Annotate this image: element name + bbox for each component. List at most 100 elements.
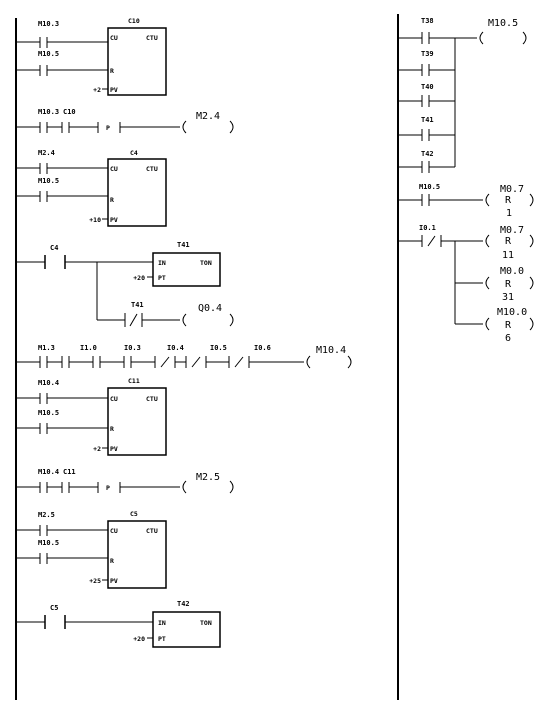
pin-r: R bbox=[110, 196, 114, 204]
rung-r1: T38 T39 T40 T41 T42 M10.5 bbox=[398, 17, 527, 173]
reset-coil bbox=[485, 276, 490, 290]
pin-pv: PV bbox=[110, 577, 118, 585]
contact-label: C4 bbox=[50, 244, 58, 252]
reset-label: R bbox=[505, 320, 512, 331]
coil-label: M2.5 bbox=[196, 472, 220, 483]
contact-label: M10.4 bbox=[38, 468, 59, 476]
pin-pv: PV bbox=[110, 445, 118, 453]
pv-value: +10 bbox=[89, 216, 101, 224]
edge-p-label: P bbox=[106, 484, 110, 492]
coil-label: M0.7 bbox=[500, 225, 524, 236]
reset-count: 11 bbox=[502, 250, 514, 261]
reset-count: 6 bbox=[505, 333, 511, 344]
contact-label: M10.3 bbox=[38, 108, 59, 116]
coil bbox=[479, 31, 484, 45]
coil bbox=[182, 120, 187, 134]
pin-pt: PT bbox=[158, 635, 166, 643]
contact-label: M2.4 bbox=[38, 149, 55, 157]
coil-label: Q0.4 bbox=[198, 303, 222, 314]
pt-value: +20 bbox=[133, 274, 145, 282]
contact-label: M1.3 bbox=[38, 344, 55, 352]
contact-label: C10 bbox=[63, 108, 76, 116]
contact-label: M10.3 bbox=[38, 20, 59, 28]
rung-8: M2.5 M10.5 C5 CU CTU R PV +25 bbox=[16, 510, 167, 589]
pin-cu: CU bbox=[110, 395, 118, 403]
rung-6: M10.4 M10.5 C11 CU CTU R PV +2 bbox=[16, 377, 167, 456]
counter-title: C10 bbox=[128, 17, 140, 25]
contact-label: M10.5 bbox=[38, 539, 59, 547]
contact-label: I0.6 bbox=[254, 344, 271, 352]
timer-box bbox=[152, 611, 221, 648]
reset-label: R bbox=[505, 279, 512, 290]
contact-label: T40 bbox=[421, 83, 434, 91]
counter-box bbox=[107, 27, 167, 96]
rung-r3: I0.1 M0.7 R 11 M0.0 R 31 M10.0 R 6 bbox=[398, 224, 534, 344]
coil-label: M10.4 bbox=[316, 345, 346, 356]
pin-in: IN bbox=[158, 619, 166, 627]
contact-label: T42 bbox=[421, 150, 434, 158]
pin-cu: CU bbox=[110, 527, 118, 535]
pin-pt: PT bbox=[158, 274, 166, 282]
pin-cu: CU bbox=[110, 165, 118, 173]
contact-label: T38 bbox=[421, 17, 434, 25]
reset-coil bbox=[485, 317, 490, 331]
coil-label: M0.0 bbox=[500, 266, 524, 277]
counter-box bbox=[107, 520, 167, 589]
contact-label: T39 bbox=[421, 50, 434, 58]
contact-label: M2.5 bbox=[38, 511, 55, 519]
rung-1: M10.3 M10.5 C10 CU CTU R PV +2 bbox=[16, 17, 167, 96]
timer-box bbox=[152, 252, 221, 287]
pin-cu: CU bbox=[110, 34, 118, 42]
contact-label: C5 bbox=[50, 604, 58, 612]
pv-value: +2 bbox=[93, 86, 101, 94]
coil bbox=[182, 313, 187, 327]
rung-r2: M10.5 M0.7 R 1 bbox=[398, 183, 534, 219]
coil bbox=[182, 480, 187, 494]
timer-title: T42 bbox=[177, 600, 190, 608]
rung-7: M10.4 C11 P M2.5 bbox=[16, 468, 234, 494]
counter-type: CTU bbox=[146, 165, 158, 173]
reset-coil bbox=[485, 234, 490, 248]
pin-r: R bbox=[110, 425, 114, 433]
rung-4: C4 T41 Q0.4 T41 IN TON PT +20 bbox=[16, 241, 234, 327]
reset-label: R bbox=[505, 236, 512, 247]
rung-3: M2.4 M10.5 C4 CU CTU R PV +10 bbox=[16, 149, 167, 227]
contact-label: M10.5 bbox=[419, 183, 440, 191]
pin-in: IN bbox=[158, 259, 166, 267]
rung-2: M10.3 C10 P M2.4 bbox=[16, 108, 234, 134]
reset-count: 31 bbox=[502, 292, 514, 303]
counter-title: C11 bbox=[128, 377, 140, 385]
reset-coil bbox=[485, 193, 490, 207]
contact-label: I0.3 bbox=[124, 344, 141, 352]
pin-pv: PV bbox=[110, 86, 118, 94]
timer-type: TON bbox=[200, 259, 212, 267]
coil bbox=[306, 355, 311, 369]
counter-title: C4 bbox=[130, 149, 138, 157]
rung-9: C5 T42 IN TON PT +20 bbox=[16, 600, 221, 648]
pt-value: +20 bbox=[133, 635, 145, 643]
counter-box bbox=[107, 158, 167, 227]
counter-title: C5 bbox=[130, 510, 138, 518]
coil-label: M10.0 bbox=[497, 307, 527, 318]
contact-label: M10.5 bbox=[38, 177, 59, 185]
counter-type: CTU bbox=[146, 34, 158, 42]
contact-label: M10.5 bbox=[38, 409, 59, 417]
timer-type: TON bbox=[200, 619, 212, 627]
contact-label: T41 bbox=[131, 301, 144, 309]
contact-label: I1.0 bbox=[80, 344, 97, 352]
counter-type: CTU bbox=[146, 395, 158, 403]
pv-value: +2 bbox=[93, 445, 101, 453]
counter-box bbox=[107, 387, 167, 456]
coil-label: M10.5 bbox=[488, 18, 518, 29]
reset-label: R bbox=[505, 195, 512, 206]
contact-label: M10.4 bbox=[38, 379, 59, 387]
counter-type: CTU bbox=[146, 527, 158, 535]
contact-label: C11 bbox=[63, 468, 76, 476]
pv-value: +25 bbox=[89, 577, 101, 585]
timer-title: T41 bbox=[177, 241, 190, 249]
pin-r: R bbox=[110, 67, 114, 75]
coil-label: M2.4 bbox=[196, 111, 220, 122]
contact-label: I0.4 bbox=[167, 344, 184, 352]
reset-count: 1 bbox=[506, 208, 512, 219]
